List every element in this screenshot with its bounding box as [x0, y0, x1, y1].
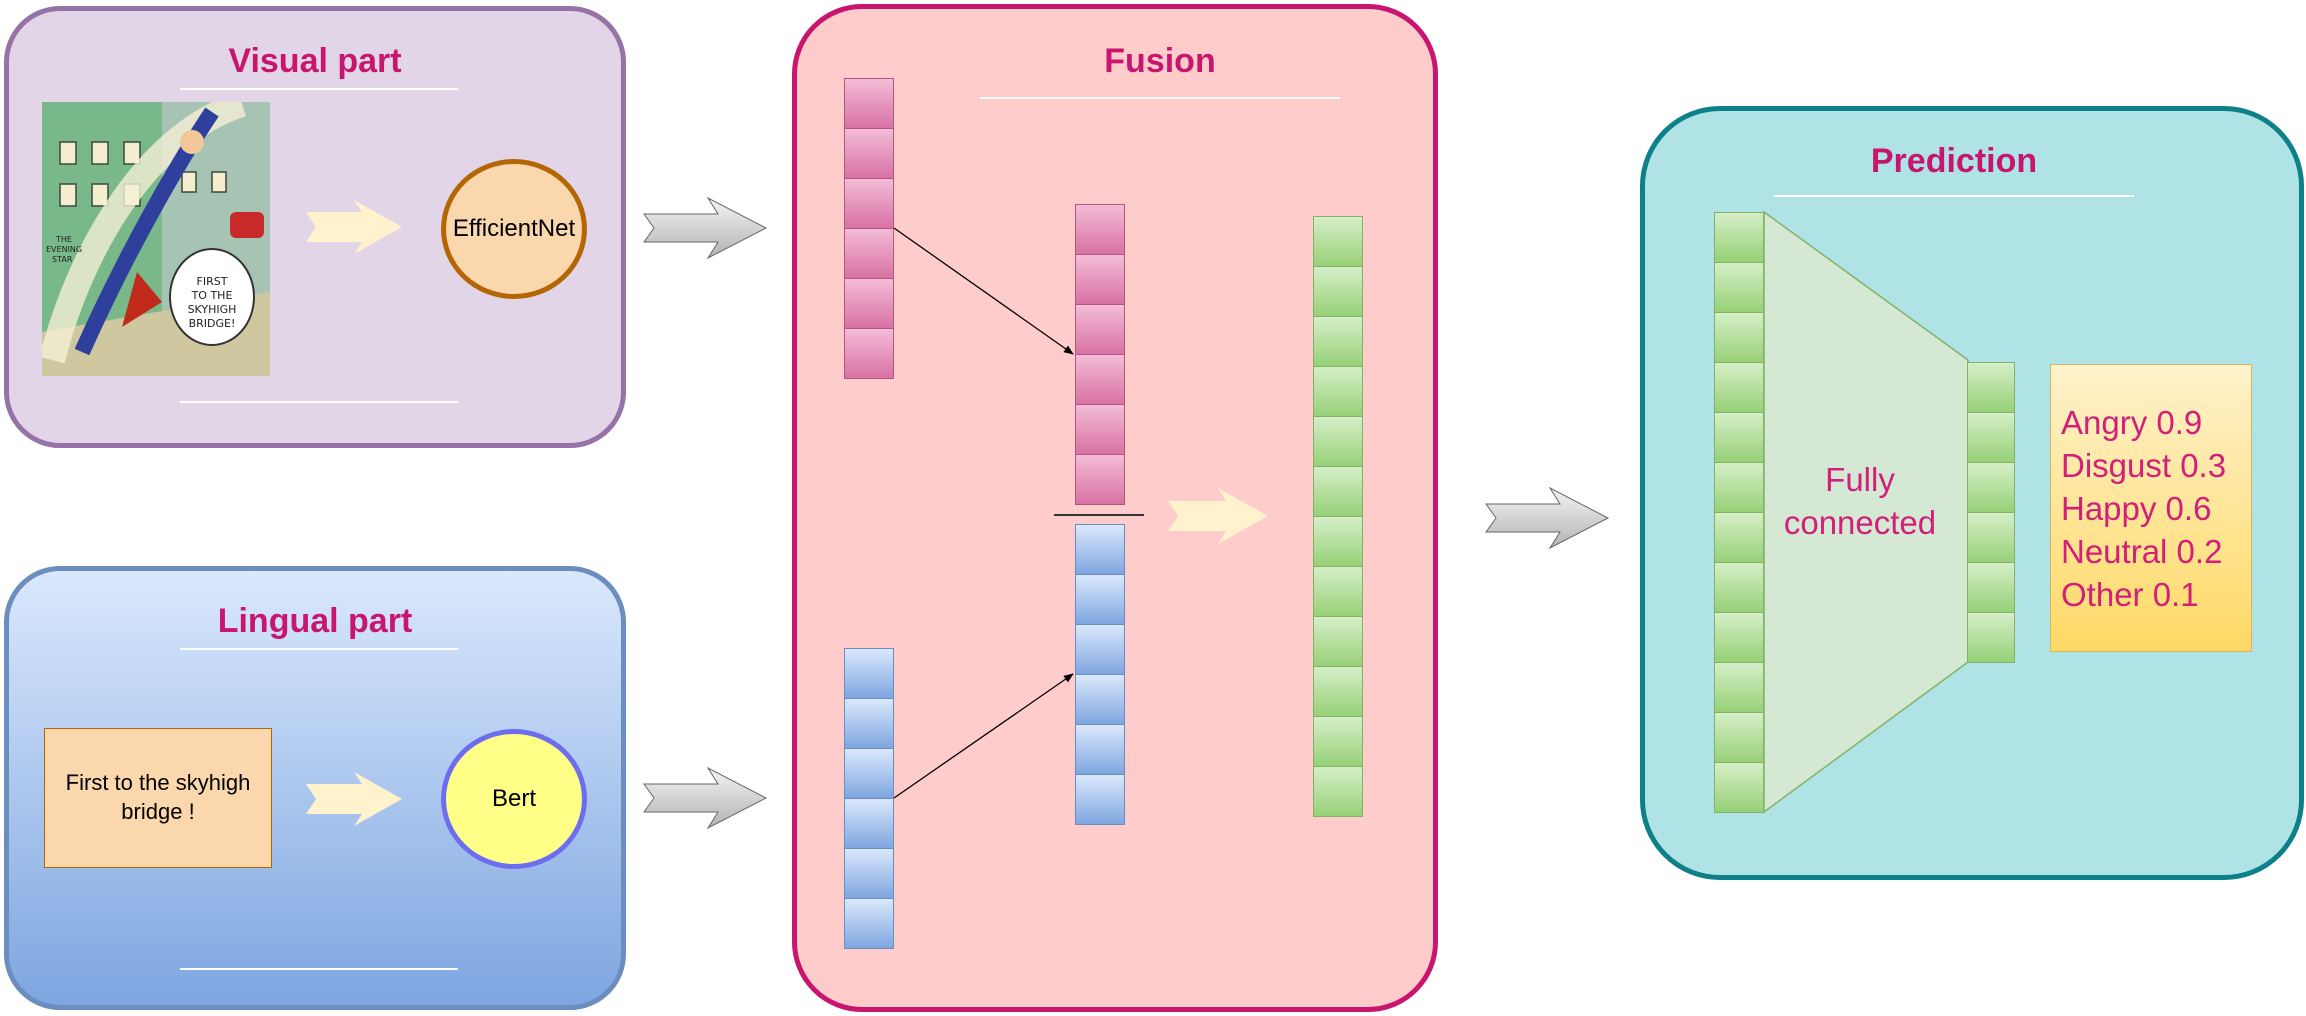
bert-node: Bert [441, 729, 587, 869]
concat-visual-cell [1075, 354, 1125, 405]
concat-visual-cell [1075, 254, 1125, 305]
fused-cell [1313, 266, 1363, 317]
prediction-output-line: Disgust 0.3 [2061, 447, 2227, 484]
fc-input-cell [1714, 412, 1764, 463]
arrow-fusion-icon [1168, 488, 1268, 544]
prediction-output-line: Angry 0.9 [2061, 404, 2203, 441]
fc-input-cell [1714, 762, 1764, 813]
svg-text:STAR: STAR [52, 255, 73, 264]
fc-output-cell [1967, 612, 2015, 663]
fc-input-cell [1714, 312, 1764, 363]
fused-cell [1313, 766, 1363, 817]
fused-cell [1313, 566, 1363, 617]
lingual-part-title: Lingual part [217, 602, 413, 640]
lingual-feature-cell [844, 848, 894, 899]
fc-output-cell [1967, 562, 2015, 613]
fc-input-cell [1714, 262, 1764, 313]
visual-part-title: Visual part [228, 42, 402, 80]
lingual-feature-cell [844, 698, 894, 749]
prediction-output-line: Other 0.1 [2061, 576, 2199, 613]
concat-visual-cell [1075, 304, 1125, 355]
arrow-to-fusion-lingual-icon [643, 766, 768, 830]
fused-cell [1313, 466, 1363, 517]
fc-input-cell [1714, 612, 1764, 663]
fused-cell [1313, 616, 1363, 667]
concat-lingual-cell [1075, 724, 1125, 775]
concat-lingual-cell [1075, 524, 1125, 575]
fused-cell [1313, 416, 1363, 467]
visual-bottom-rule [180, 401, 458, 403]
fused-cell [1313, 216, 1363, 267]
fc-output-cell [1967, 412, 2015, 463]
svg-text:SKYHIGH: SKYHIGH [188, 303, 237, 316]
fc-output-cell [1967, 462, 2015, 513]
visual-feature-cell [844, 328, 894, 379]
efficientnet-node: EfficientNet [441, 159, 587, 299]
comic-image: FIRST TO THE SKYHIGH BRIDGE! THE EVENING… [42, 102, 270, 376]
visual-feature-cell [844, 228, 894, 279]
lingual-feature-cell [844, 898, 894, 949]
concat-visual-cell [1075, 454, 1125, 505]
prediction-title: Prediction [1870, 142, 2038, 180]
fused-cell [1313, 516, 1363, 567]
fc-label-line1: Fully [1825, 461, 1895, 498]
arrow-to-fusion-visual-icon [643, 196, 768, 260]
svg-text:FIRST: FIRST [197, 275, 228, 288]
lingual-feature-cell [844, 648, 894, 699]
fc-input-cell [1714, 662, 1764, 713]
prediction-output-line: Happy 0.6 [2061, 490, 2212, 527]
visual-feature-cell [844, 128, 894, 179]
svg-text:EVENING: EVENING [46, 245, 82, 254]
visual-feature-cell [844, 278, 894, 329]
prediction-output-line: Neutral 0.2 [2061, 533, 2223, 570]
fc-input-cell [1714, 462, 1764, 513]
fc-input-cell [1714, 212, 1764, 263]
lingual-bottom-rule [180, 968, 458, 970]
prediction-output-box: Angry 0.9 Disgust 0.3 Happy 0.6 Neutral … [2050, 364, 2252, 652]
concat-lingual-cell [1075, 624, 1125, 675]
input-text-box: First to the skyhigh bridge ! [44, 728, 272, 868]
prediction-title-underline [1774, 195, 2134, 197]
fused-cell [1313, 666, 1363, 717]
concat-visual-cell [1075, 204, 1125, 255]
fc-output-cell [1967, 362, 2015, 413]
arrow-to-prediction-icon [1485, 486, 1610, 550]
arrow-visual-icon [306, 200, 402, 254]
fusion-connectors [893, 227, 1074, 799]
concat-lingual-cell [1075, 574, 1125, 625]
fc-input-cell [1714, 712, 1764, 763]
fc-output-cell [1967, 512, 2015, 563]
svg-text:TO THE: TO THE [191, 289, 233, 302]
fc-input-cell [1714, 362, 1764, 413]
svg-text:BRIDGE!: BRIDGE! [189, 317, 236, 330]
visual-title-underline [180, 88, 458, 90]
fusion-title: Fusion [1104, 42, 1216, 80]
arrow-lingual-icon [306, 772, 402, 826]
fused-cell [1313, 316, 1363, 367]
svg-text:THE: THE [55, 235, 72, 244]
fc-input-cell [1714, 512, 1764, 563]
fc-input-cell [1714, 562, 1764, 613]
fully-connected-label: Fully connected [1770, 458, 1950, 544]
fusion-panel [792, 4, 1438, 1012]
lingual-to-concat-arrow [893, 673, 1074, 799]
lingual-feature-cell [844, 798, 894, 849]
visual-to-concat-arrow [893, 227, 1074, 355]
fused-cell [1313, 716, 1363, 767]
fused-cell [1313, 366, 1363, 417]
lingual-feature-cell [844, 748, 894, 799]
lingual-title-underline [180, 648, 458, 650]
concat-divider [1054, 514, 1144, 516]
fusion-title-underline [980, 97, 1340, 99]
concat-lingual-cell [1075, 774, 1125, 825]
fc-label-line2: connected [1783, 504, 1937, 541]
